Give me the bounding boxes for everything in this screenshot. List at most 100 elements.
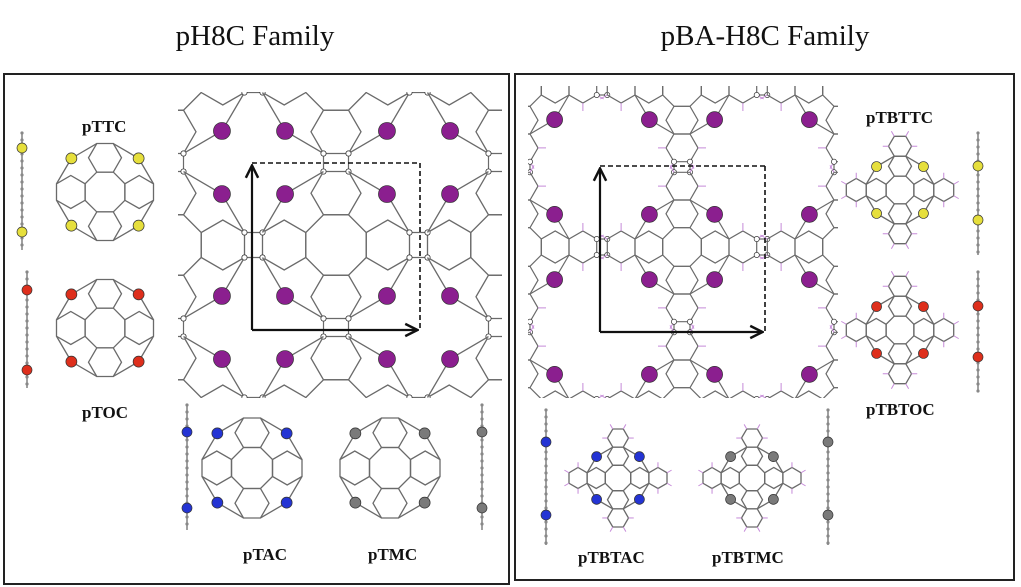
left-panel-title: pH8C Family (175, 20, 335, 52)
octagon-ring (84, 171, 126, 213)
hexagon-ring (700, 230, 730, 264)
linker-carbon (528, 158, 533, 165)
hexagon-ring (887, 295, 913, 317)
pTBTMC-side-view-atom (826, 541, 830, 545)
linker-carbon (511, 316, 516, 321)
hexagon-ring (178, 170, 197, 216)
pTMC-side-view-atom (480, 494, 484, 498)
hydrogen-bond (829, 165, 835, 173)
hexagon-ring (528, 265, 539, 295)
pTAC-side-view-atom (185, 403, 189, 407)
linker-carbon (511, 169, 516, 174)
pTTC-side-view-atom (20, 222, 24, 226)
pTBTAC-side-view-atom (544, 464, 548, 468)
hydrogen-bond (841, 195, 847, 200)
hexagon-ring (913, 317, 935, 343)
hexagon-ring (475, 71, 503, 103)
linker-carbon (753, 236, 760, 242)
bridge-bond (450, 7, 488, 30)
linker-carbon (180, 150, 187, 157)
metal-atom (641, 432, 657, 448)
hexagon-ring (861, 231, 889, 263)
linker-carbon (847, 170, 852, 175)
linker-carbon (180, 315, 187, 322)
linker-carbon (511, 151, 516, 156)
linker-carbon (406, 254, 413, 261)
pTOC-side-view-atom (25, 326, 29, 330)
hydrogen-bond (600, 394, 607, 398)
nitrogen-atom (591, 494, 602, 505)
hydrogen-bond (690, 5, 694, 12)
hexagon-ring (634, 230, 664, 264)
pTBTMC-side-view-atom (826, 422, 830, 426)
hydrogen-bond (529, 165, 535, 173)
hydrogen-bond (743, 424, 748, 430)
metal-atom (112, 186, 129, 203)
hexagon-ring (426, 384, 472, 398)
hydrogen-bond (564, 482, 570, 487)
hexagon-ring (372, 417, 408, 449)
hexagon-ring (87, 211, 123, 242)
linker-carbon (593, 252, 600, 258)
pTMC-side-view-atom (480, 417, 484, 421)
pTBTAC-side-view-atom (544, 485, 548, 489)
pTBTMC-side-view-heteroatom (822, 509, 834, 521)
linker-carbon (754, 412, 759, 417)
hexagon-ring (310, 109, 362, 155)
hexagon-ring (665, 199, 699, 229)
hexagon-ring (794, 86, 824, 104)
metal-atom (276, 122, 294, 140)
linker-carbon (605, 412, 610, 417)
bridge-bond (489, 280, 514, 294)
hexagon-ring (586, 466, 606, 490)
hexagon-ring (271, 450, 303, 486)
hexagon-ring (234, 417, 270, 449)
hexagon-ring (310, 274, 362, 320)
hexagon-ring (339, 450, 371, 486)
linker-carbon (687, 158, 693, 165)
pTBTTC-side-view-heteroatom (972, 214, 984, 226)
pTBTTC-side-view-atom (976, 173, 980, 177)
hydrogen-bond (530, 5, 534, 12)
linker-carbon (671, 158, 677, 165)
metal-atom (706, 111, 723, 128)
hydrogen-bond (440, 235, 447, 239)
bridge-bond (850, 280, 875, 294)
metal-atom (378, 21, 395, 38)
linker-carbon (594, 412, 599, 417)
hydrogen-bond (564, 469, 570, 474)
benzo-ring (887, 223, 913, 245)
pTMC-side-view-atom (480, 522, 484, 526)
benzo-ring (702, 466, 722, 490)
metal-atom (112, 21, 129, 38)
benzo-ring (447, 391, 475, 423)
pTAC-side-view-atom (185, 487, 189, 491)
metal-atom (641, 46, 657, 62)
hydrogen-bond (953, 180, 959, 185)
pTBTAC-side-view-atom (544, 415, 548, 419)
metal-atom (867, 46, 883, 62)
benzo-ring (607, 390, 635, 398)
octagon-ring (738, 464, 766, 492)
hydrogen-bond (830, 5, 834, 12)
benzo-ring (606, 86, 636, 104)
pTOC-side-view-atom (25, 354, 29, 358)
benzo-ring (825, 171, 838, 201)
benzo-ring (767, 390, 795, 398)
hydrogen-bond (841, 320, 847, 325)
metal-atom (378, 452, 395, 469)
pTBTMC-side-view-atom (826, 408, 830, 412)
bridge-bond (809, 40, 834, 54)
nitrogen-atom (634, 451, 645, 462)
metal-atom (867, 272, 883, 288)
hexagon-ring (528, 199, 539, 229)
pTBTTC-side-view-atom (976, 243, 980, 247)
benzo-ring (568, 230, 598, 264)
pTTC-side-view-atom (20, 215, 24, 219)
pTBTTC-side-view-atom (976, 208, 980, 212)
bridge-bond (850, 200, 875, 214)
hydrogen-bond (760, 94, 768, 100)
bridge-bond (875, 54, 889, 79)
bridge-bond (552, 29, 575, 67)
